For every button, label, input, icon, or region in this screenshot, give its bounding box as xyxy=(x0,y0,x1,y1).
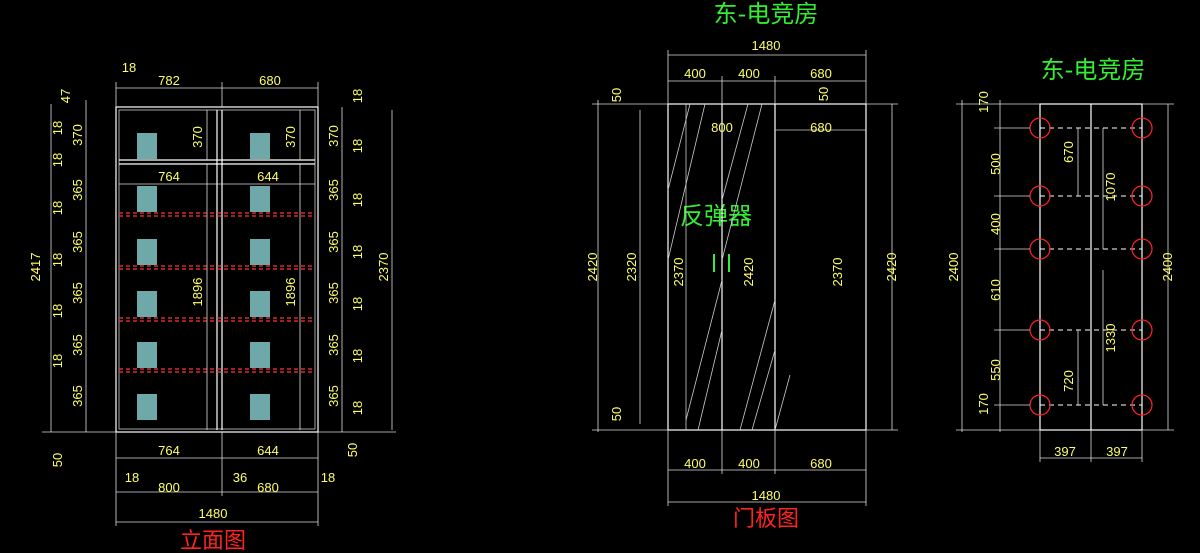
dim-label: 397 xyxy=(1106,444,1128,459)
dim-label: 670 xyxy=(1061,141,1076,163)
door-panel-view: 1480 400 400 680 800 680 50 50 2420 2320… xyxy=(585,38,899,506)
dim-label: 18 xyxy=(321,470,335,485)
dim-label: 2420 xyxy=(741,258,756,287)
dim-label: 400 xyxy=(684,456,706,471)
dim-label: 2370 xyxy=(671,258,686,287)
dim-label: 18 xyxy=(125,470,139,485)
dim-label: 782 xyxy=(158,73,180,88)
hinge-circle-icon xyxy=(1131,117,1153,139)
dim-label: 800 xyxy=(711,120,733,135)
dim-label: 365 xyxy=(70,179,85,201)
side-panel-view: 670 1070 1330 720 170 500 400 610 550 17… xyxy=(946,91,1175,462)
dim-label: 680 xyxy=(259,73,281,88)
dim-label: 370 xyxy=(326,125,341,147)
dim-label: 400 xyxy=(738,456,760,471)
dim-label: 50 xyxy=(816,87,831,101)
dim-label: 365 xyxy=(70,385,85,407)
hinge-circle-icon xyxy=(1131,185,1153,207)
dim-label: 400 xyxy=(738,66,760,81)
dim-label: 680 xyxy=(257,480,279,495)
dim-label: 170 xyxy=(976,393,991,415)
dim-label: 2320 xyxy=(624,253,639,282)
dim-label: 680 xyxy=(810,120,832,135)
dim-label: 170 xyxy=(976,91,991,113)
hinge-circle-icon xyxy=(1131,319,1153,341)
dim-label: 36 xyxy=(233,470,247,485)
title-elevation: 立面图 xyxy=(180,529,246,553)
dim-label: 18 xyxy=(350,89,365,103)
dim-label: 1480 xyxy=(752,38,781,53)
label-rebound: 反弹器 xyxy=(680,202,752,230)
dim-label: 365 xyxy=(70,231,85,253)
dim-label: 550 xyxy=(988,359,1003,381)
dim-label: 50 xyxy=(609,407,624,421)
dim-label: 18 xyxy=(50,153,65,167)
dim-label: 2417 xyxy=(28,253,43,282)
dim-label: 18 xyxy=(50,304,65,318)
dim-label: 18 xyxy=(50,201,65,215)
cabinet-outline xyxy=(115,106,319,433)
dim-label: 18 xyxy=(50,354,65,368)
dim-label: 365 xyxy=(70,334,85,356)
dim-label: 370 xyxy=(190,126,205,148)
dim-label: 400 xyxy=(684,66,706,81)
dim-label: 365 xyxy=(326,231,341,253)
dim-label: 18 xyxy=(50,121,65,135)
door-outline xyxy=(667,103,867,431)
dim-label: 764 xyxy=(158,169,180,184)
title-right: 东-电竞房 xyxy=(1041,56,1146,84)
dim-label: 1896 xyxy=(283,278,298,307)
dim-label: 397 xyxy=(1054,444,1076,459)
dim-label: 50 xyxy=(609,88,624,102)
glass-hatch xyxy=(667,103,791,431)
hinge-circle-icon xyxy=(1131,238,1153,260)
dim-label: 18 xyxy=(350,349,365,363)
dim-label: 2370 xyxy=(376,253,391,282)
dim-label: 18 xyxy=(350,297,365,311)
dim-label: 50 xyxy=(50,453,65,467)
dim-label: 1480 xyxy=(752,488,781,503)
dim-label: 644 xyxy=(257,443,279,458)
dim-label: 370 xyxy=(283,126,298,148)
title-door-panel: 门板图 xyxy=(733,507,799,532)
dim-label: 680 xyxy=(810,456,832,471)
books xyxy=(137,133,270,420)
title-top-center: 东-电竞房 xyxy=(714,0,819,28)
dim-label: 18 xyxy=(350,401,365,415)
elevation-view: 18 782 680 47 18 370 18 365 18 365 18 36… xyxy=(28,60,396,526)
dim-label: 2400 xyxy=(1160,253,1175,282)
dim-label: 365 xyxy=(326,334,341,356)
dim-label: 2420 xyxy=(585,253,600,282)
dim-label: 365 xyxy=(326,385,341,407)
dim-label: 400 xyxy=(988,213,1003,235)
dim-label: 2400 xyxy=(946,253,961,282)
dim-label: 500 xyxy=(988,153,1003,175)
dim-label: 50 xyxy=(345,443,360,457)
dim-label: 1330 xyxy=(1103,324,1118,353)
dim-label: 47 xyxy=(58,89,73,103)
dim-label: 365 xyxy=(326,282,341,304)
dim-label: 370 xyxy=(70,124,85,146)
dim-label: 1896 xyxy=(190,278,205,307)
hinge-circle-icon xyxy=(1131,394,1153,416)
dim-label: 720 xyxy=(1061,370,1076,392)
dim-label: 680 xyxy=(810,66,832,81)
dim-label: 365 xyxy=(70,282,85,304)
dim-label: 365 xyxy=(326,179,341,201)
dim-label: 1480 xyxy=(199,506,228,521)
dim-label: 1070 xyxy=(1103,173,1118,202)
dim-label: 18 xyxy=(350,139,365,153)
dim-label: 18 xyxy=(50,253,65,267)
dim-label: 800 xyxy=(158,480,180,495)
dim-label: 18 xyxy=(122,60,136,75)
dim-label: 764 xyxy=(158,443,180,458)
dim-label: 610 xyxy=(988,279,1003,301)
dim-label: 644 xyxy=(257,169,279,184)
dim-label: 2370 xyxy=(830,258,845,287)
dim-label: 2420 xyxy=(884,253,899,282)
dim-label: 18 xyxy=(350,193,365,207)
dim-label: 18 xyxy=(350,245,365,259)
